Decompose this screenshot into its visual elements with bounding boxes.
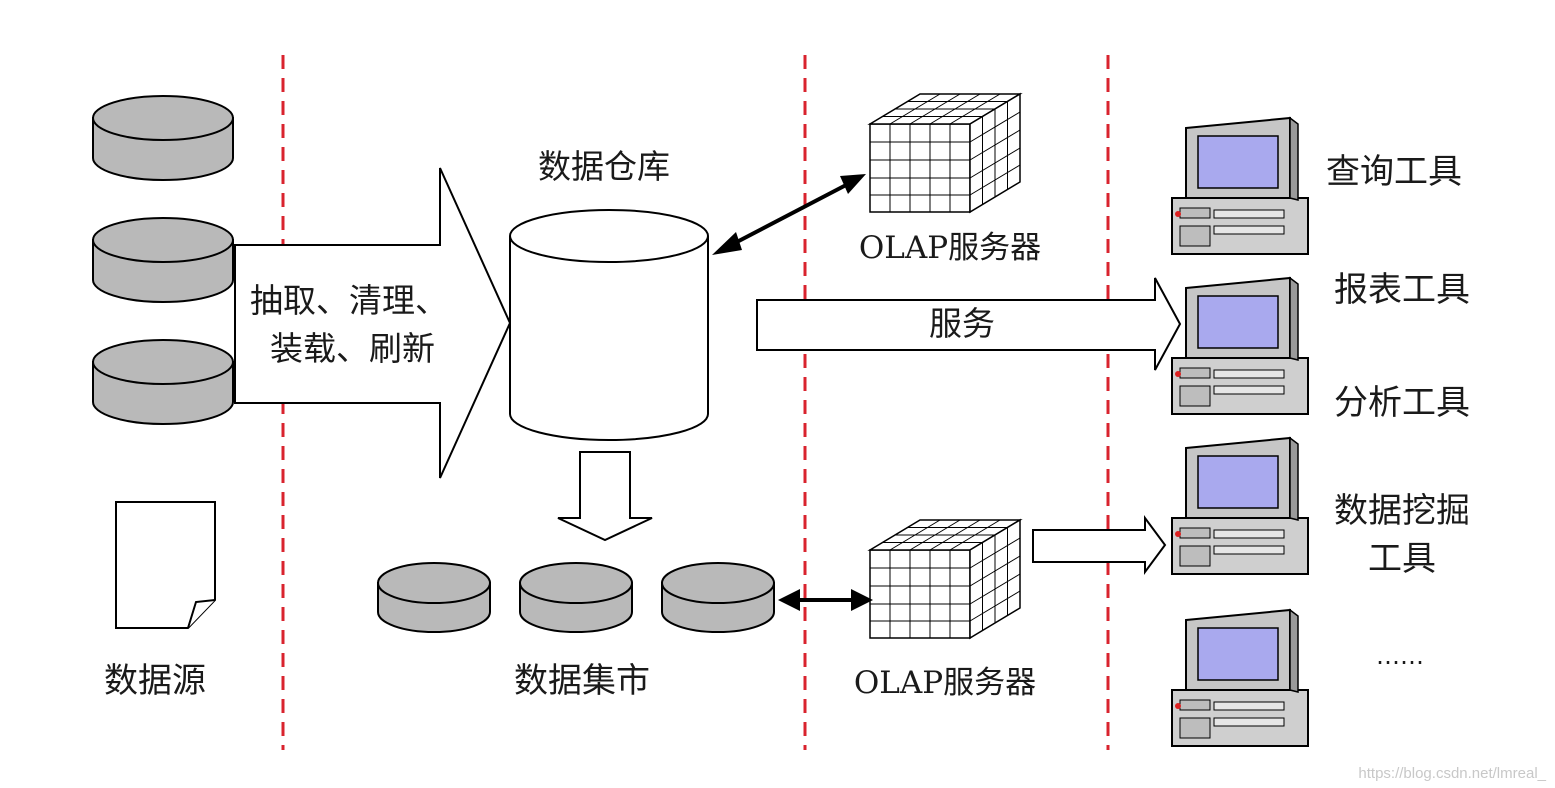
data-mart-disk-2-icon: [519, 562, 633, 633]
olap-cube-bottom-icon: [869, 519, 1021, 639]
service-arrow: [756, 277, 1182, 371]
computer-2-icon: [1171, 277, 1309, 415]
mining-tool-label-line1: 数据挖掘: [1334, 491, 1470, 531]
olap-cube-top-icon: [869, 93, 1021, 213]
mining-tool-label-line2: 工具: [1368, 539, 1436, 579]
marts-label: 数据集市: [514, 661, 650, 701]
down-arrow: [557, 451, 653, 542]
data-warehouse-icon: [509, 209, 709, 441]
olap-to-tools-arrow: [1032, 514, 1167, 576]
data-mart-disk-1-icon: [377, 562, 491, 633]
computer-4-icon: [1171, 609, 1309, 747]
warehouse-label: 数据仓库: [538, 147, 670, 186]
source-disk-2-icon: [92, 217, 234, 303]
query-tool-label: 查询工具: [1326, 152, 1462, 192]
source-disk-3-icon: [92, 339, 234, 425]
etl-label-line1: 抽取、清理、: [250, 281, 448, 320]
computer-1-icon: [1171, 117, 1309, 255]
etl-arrow: [234, 167, 512, 479]
olap-bottom-label: OLAP服务器: [854, 665, 1036, 701]
source-label: 数据源: [104, 661, 206, 701]
olap-top-label: OLAP服务器: [859, 230, 1041, 266]
watermark: https://blog.csdn.net/lmreal_: [1358, 765, 1546, 782]
data-mart-disk-3-icon: [661, 562, 775, 633]
etl-label-line2: 装载、刷新: [270, 329, 435, 368]
service-label: 服务: [929, 304, 995, 343]
computer-3-icon: [1171, 437, 1309, 575]
warehouse-olap-double-arrow: [712, 174, 866, 255]
more-tools-ellipsis: ……: [1376, 642, 1424, 670]
mart-olap-double-arrow: [778, 589, 873, 611]
source-disk-1-icon: [92, 95, 234, 181]
analysis-tool-label: 分析工具: [1334, 383, 1470, 423]
document-icon: [115, 501, 216, 629]
report-tool-label: 报表工具: [1334, 270, 1470, 310]
